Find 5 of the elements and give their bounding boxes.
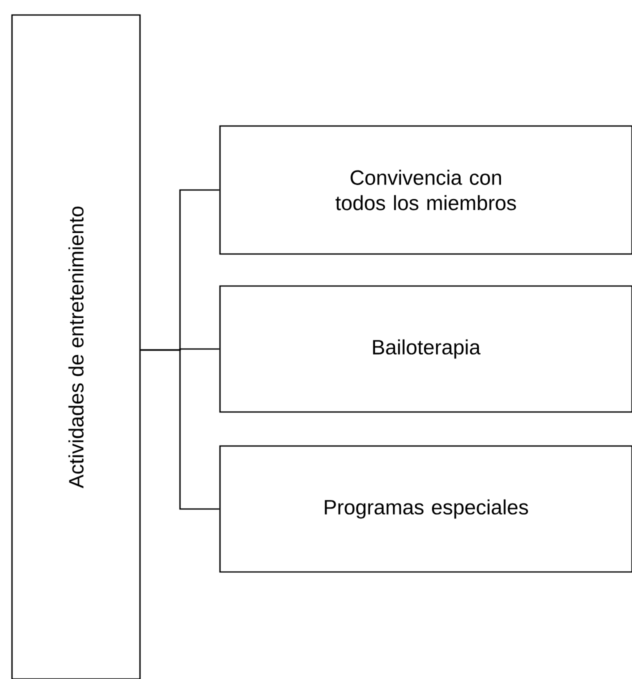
activity-box: Bailoterapia xyxy=(219,285,632,413)
activity-box: Convivencia con todos los miembros xyxy=(219,125,632,255)
category-box: Actividades de entretenimiento xyxy=(11,14,141,679)
connector xyxy=(140,349,220,510)
activity-box: Programas especiales xyxy=(219,445,632,573)
